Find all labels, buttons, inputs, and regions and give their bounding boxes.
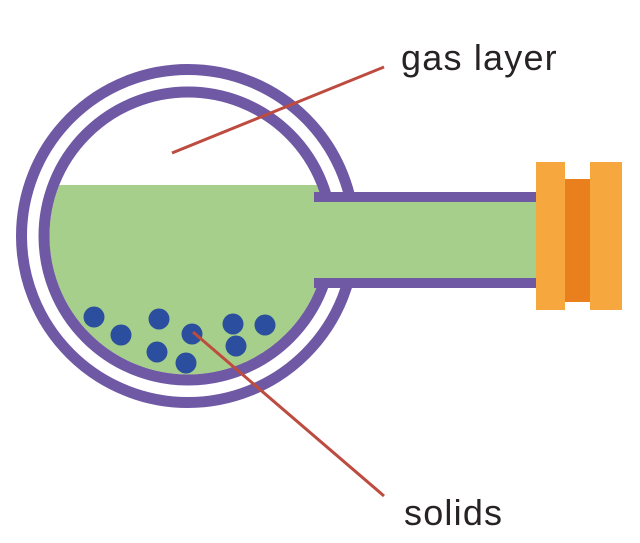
end-cap-notch-bottom: [565, 302, 590, 310]
end-cap-notch-top: [565, 162, 590, 179]
solid-particle: [254, 314, 276, 336]
tube-wall-top: [314, 192, 536, 202]
solid-particle: [110, 324, 132, 346]
solids-group: [83, 306, 276, 374]
end-cap-stem: [565, 179, 590, 302]
tube-wall-bottom: [314, 278, 536, 288]
solid-particle: [222, 313, 244, 335]
solids-leader-line: [192, 330, 385, 498]
gas-layer-leader-line: [171, 65, 385, 155]
tube-liquid-fill: [288, 202, 536, 278]
solid-particle: [83, 306, 105, 328]
solids-label: solids: [404, 492, 504, 533]
solid-particle: [146, 341, 168, 363]
end-cap: [536, 162, 622, 310]
solid-particle: [175, 352, 197, 374]
solid-particle: [181, 323, 203, 345]
solid-particle: [225, 335, 247, 357]
gas-layer-label: gas layer: [401, 37, 558, 78]
solid-particle: [148, 308, 170, 330]
